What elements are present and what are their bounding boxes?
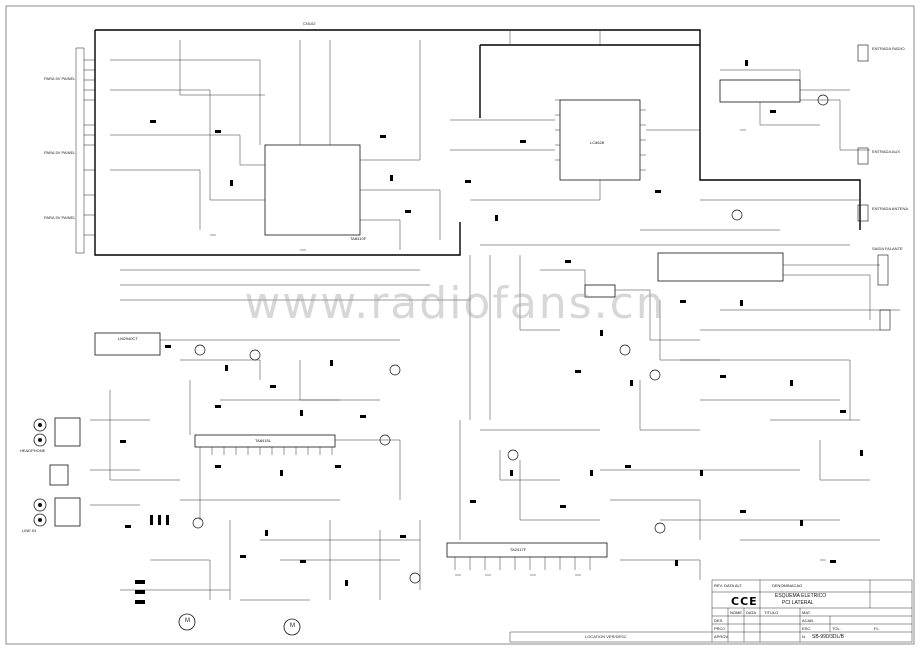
signal-traces — [90, 30, 900, 601]
drawing-description: ESQUEMA ELETRICO — [775, 593, 827, 599]
left-label-3: PARA 5V PAINEL — [44, 215, 76, 220]
bottom-note: LOCATION VER/DESC — [585, 634, 627, 639]
motor-symbols — [178, 613, 301, 636]
line-in-label: LINE IN — [22, 528, 37, 533]
cce-logo: CCE — [731, 595, 758, 608]
entrada-radio-label: ENTRADA RADIO — [872, 46, 905, 51]
jack-centers — [38, 423, 42, 522]
fl-field: FL. — [874, 626, 880, 631]
right-connectors — [857, 44, 891, 331]
ic-amp-left-label: TA8415L — [255, 438, 271, 443]
left-label-1: PARA 5V PAINEL — [44, 76, 76, 81]
transistors — [192, 94, 829, 584]
motor-b-label: M — [290, 623, 295, 629]
connector-top-label: CN102 — [303, 21, 316, 26]
number-field: N. — [802, 634, 806, 639]
denomination-label: DENOMINACAO — [772, 583, 803, 588]
power-bus — [94, 29, 861, 256]
acab-field: ACAB. — [802, 618, 815, 623]
ic-mcu-label: LC8628 — [590, 140, 605, 145]
ic-packages — [94, 79, 801, 558]
revision-label: REV. DATA ALT. — [714, 583, 743, 588]
drawing-subdescription: PCI LATERAL — [782, 600, 814, 606]
title-block-frame — [509, 579, 913, 643]
entrada-antena-label: ENTRADA ANTENA — [872, 206, 909, 211]
ground-symbols — [210, 129, 826, 576]
left-connector — [75, 47, 95, 254]
ic-top-label: TA8410F — [350, 236, 367, 241]
esc-field: ESC. — [802, 626, 812, 631]
entrada-aux-label: ENTRADA AUX — [872, 149, 901, 154]
row-proj-role: PROJ. — [714, 626, 726, 631]
saida-falante-label: SAIDA FALANTE — [872, 246, 903, 251]
components — [120, 60, 863, 604]
mat-field: MAT. — [802, 610, 811, 615]
row-date-header: DATA — [746, 610, 757, 615]
tol-field: TOL. — [832, 626, 841, 631]
drawing-code: SB-990/3DL/B — [812, 634, 844, 640]
ic-pins — [199, 99, 646, 570]
audio-jacks — [33, 417, 81, 527]
row-des-role: DES. — [714, 618, 724, 623]
ic-amp-bottom-label: TA2417F — [510, 547, 527, 552]
row-aprov-role: APROV. — [714, 634, 729, 639]
left-label-2: PARA 5V PAINEL — [44, 150, 76, 155]
motor-a-label: M — [185, 618, 190, 624]
row-name-header: NOME — [730, 610, 742, 615]
headphone-label: HEADPHONE — [20, 448, 46, 453]
ic-reg-label: LM2940CT — [118, 336, 138, 341]
title-field-label: TITULO — [764, 610, 779, 615]
